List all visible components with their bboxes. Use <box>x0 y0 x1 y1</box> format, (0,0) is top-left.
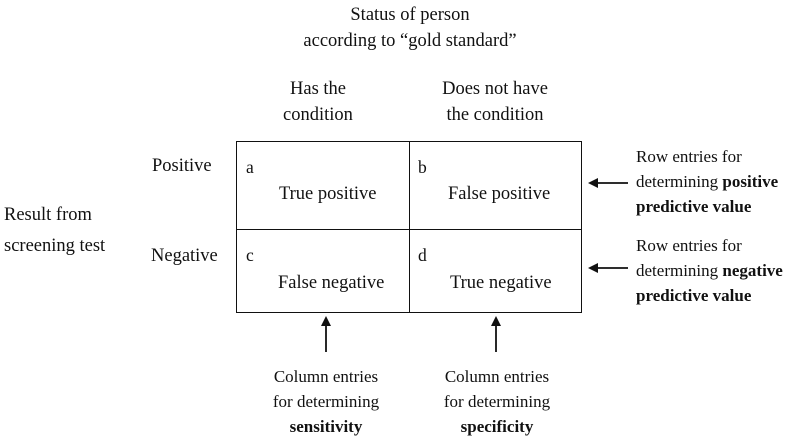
title-line-2: according to “gold standard” <box>303 31 517 51</box>
diagram-title: Status of person according to “gold stan… <box>200 2 620 54</box>
cell-true-negative: True negative <box>450 273 552 293</box>
cell-letter-d: d <box>418 245 427 265</box>
column-header-line-2: condition <box>283 105 353 125</box>
row-note-line-3: predictive value <box>636 286 752 305</box>
row-note-positive-predictive-value: Row entries for determining positive pre… <box>636 144 778 219</box>
side-label-line-1: Result from <box>4 205 92 225</box>
column-note-line-3: sensitivity <box>289 417 363 436</box>
cell-letter-c: c <box>246 245 254 265</box>
title-line-1: Status of person <box>350 5 470 25</box>
cell-false-negative: False negative <box>278 273 385 293</box>
column-note-line-1: Column entries <box>444 367 550 386</box>
column-note-line-2: for determining <box>443 392 551 411</box>
side-label-line-2: screening test <box>4 236 106 256</box>
row-label-negative: Negative <box>151 246 218 266</box>
cell-letter-b: b <box>418 157 427 177</box>
column-header-line-1: Has the <box>290 79 346 99</box>
cell-true-positive: True positive <box>279 184 377 204</box>
column-note-line-2: for determining <box>272 392 380 411</box>
column-header-has-condition: Has the condition <box>250 76 386 128</box>
row-note-line-1: Row entries for <box>636 236 742 255</box>
column-note-line-1: Column entries <box>273 367 379 386</box>
row-label-positive: Positive <box>152 156 212 176</box>
column-note-sensitivity: Column entries for determining sensitivi… <box>248 364 404 439</box>
row-note-line-2: determining negative <box>636 261 783 280</box>
row-note-negative-predictive-value: Row entries for determining negative pre… <box>636 233 783 308</box>
row-note-line-2: determining positive <box>636 172 779 191</box>
column-header-no-condition: Does not have the condition <box>420 76 570 128</box>
column-note-line-3: specificity <box>460 417 534 436</box>
cell-false-positive: False positive <box>448 184 551 204</box>
row-note-line-3: predictive value <box>636 197 752 216</box>
table-column-divider <box>409 141 411 313</box>
table-row-divider <box>236 229 582 231</box>
cell-letter-a: a <box>246 157 254 177</box>
screening-test-label: Result from screening test <box>4 200 105 262</box>
column-header-line-2: the condition <box>446 105 544 125</box>
row-note-line-1: Row entries for <box>636 147 742 166</box>
column-note-specificity: Column entries for determining specifici… <box>419 364 575 439</box>
column-header-line-1: Does not have <box>442 79 548 99</box>
